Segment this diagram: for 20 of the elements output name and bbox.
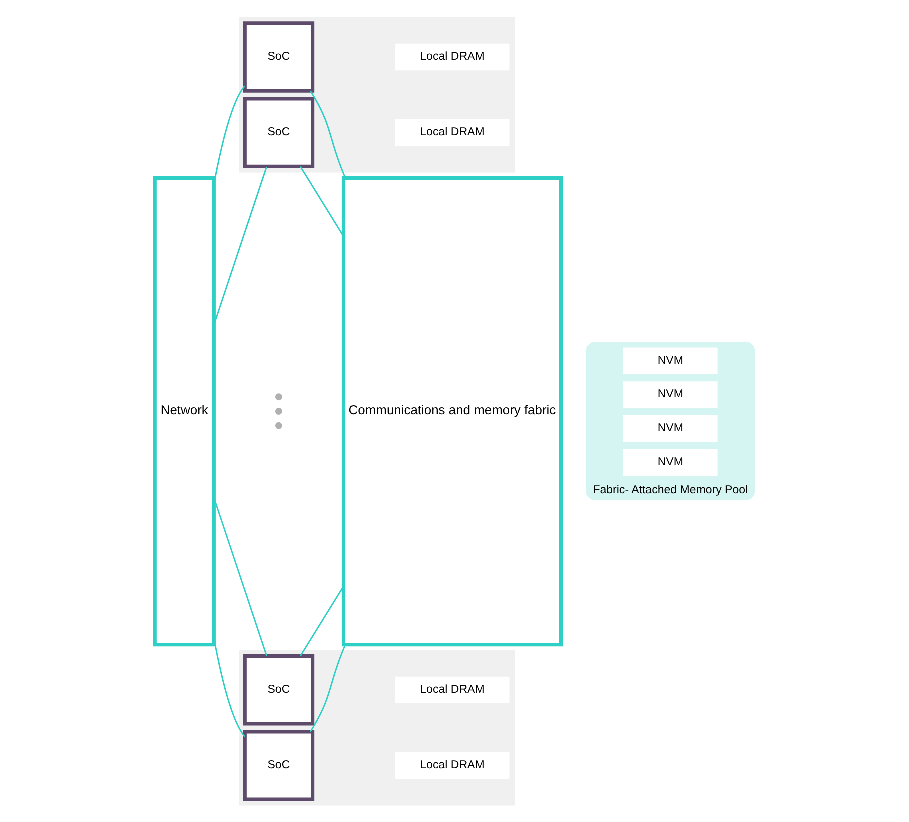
node-box: SoC <box>242 96 314 168</box>
node-box: NVM <box>623 347 718 374</box>
cluster <box>238 16 515 172</box>
connector <box>212 85 246 184</box>
node-box: SoC <box>242 21 314 92</box>
connector <box>300 586 344 656</box>
node-box: NVM <box>623 448 718 476</box>
connector <box>212 497 268 656</box>
node-box: NVM <box>623 414 718 442</box>
node-box: SoC <box>242 654 314 726</box>
node-box: SoC <box>242 730 314 801</box>
node-box: Communications and memory fabric <box>341 176 562 646</box>
connector <box>309 644 346 732</box>
connector <box>309 90 346 178</box>
connector <box>212 166 268 325</box>
connector <box>300 166 344 236</box>
node-box: Network <box>152 176 216 646</box>
cluster <box>238 650 515 806</box>
connector <box>212 638 246 737</box>
node-box: NVM <box>623 381 718 408</box>
